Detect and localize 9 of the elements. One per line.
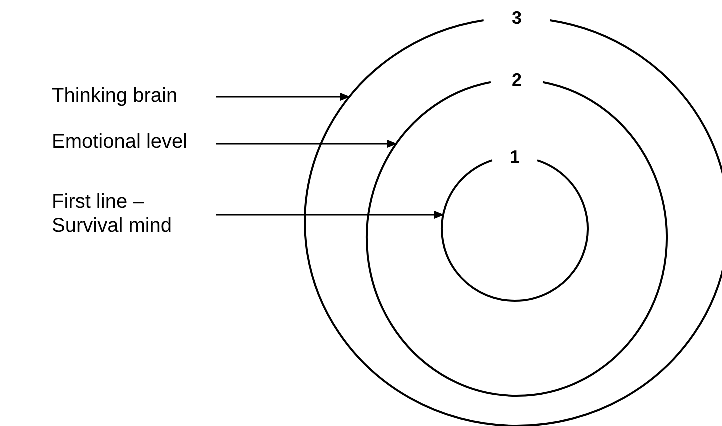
arrow: [216, 93, 350, 101]
arrow: [216, 140, 398, 148]
ring-number: 1: [510, 147, 520, 167]
level-label: First line – Survival mind: [52, 190, 174, 238]
ring-number: 3: [512, 8, 522, 28]
arrow: [216, 211, 444, 219]
level-label: Emotional level: [52, 130, 189, 154]
level-label: Thinking brain: [52, 84, 179, 108]
ring-number: 2: [512, 70, 522, 90]
